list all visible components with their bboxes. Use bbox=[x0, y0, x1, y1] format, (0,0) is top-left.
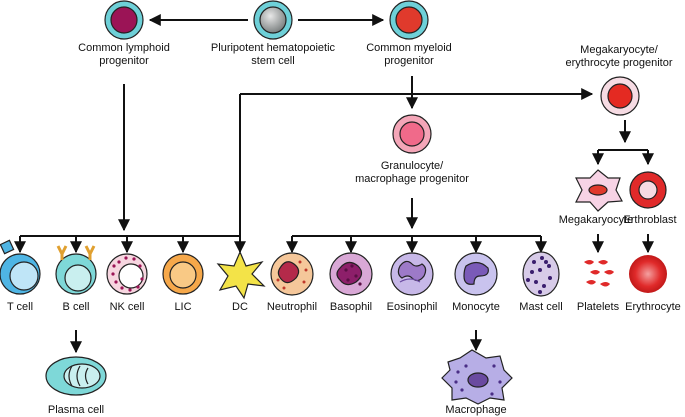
cell-plasma bbox=[45, 356, 107, 396]
label-common-myeloid: Common myeloid progenitor bbox=[366, 42, 452, 67]
cell-dc bbox=[216, 250, 266, 300]
label-common-lymphoid: Common lymphoid progenitor bbox=[78, 42, 170, 67]
label-t-cell: T cell bbox=[6, 301, 34, 313]
label-nk-cell: NK cell bbox=[109, 301, 145, 313]
cell-meg-ery-progenitor bbox=[600, 76, 640, 116]
label-erythroblast: Erthroblast bbox=[623, 214, 677, 226]
cell-gm-progenitor bbox=[392, 114, 432, 154]
label-megakaryocyte: Megakaryocyte bbox=[558, 214, 634, 226]
cell-erythroblast bbox=[629, 171, 667, 209]
cell-basophil bbox=[329, 252, 373, 296]
cell-common-myeloid bbox=[389, 0, 429, 40]
label-lic: LIC bbox=[174, 301, 192, 313]
platelets-illustration bbox=[584, 260, 614, 287]
label-mast-cell: Mast cell bbox=[519, 301, 563, 313]
cell-megakaryocyte bbox=[575, 169, 623, 212]
label-eosinophil: Eosinophil bbox=[386, 301, 438, 313]
label-b-cell: B cell bbox=[62, 301, 90, 313]
label-macrophage: Macrophage bbox=[445, 404, 507, 416]
cell-common-lymphoid bbox=[104, 0, 144, 40]
cell-neutrophil bbox=[270, 252, 314, 296]
cell-macrophage bbox=[441, 349, 513, 405]
label-pluripotent: Pluripotent hematopoietic stem cell bbox=[210, 42, 336, 67]
label-neutrophil: Neutrophil bbox=[266, 301, 318, 313]
cell-b-cell bbox=[55, 245, 97, 295]
cell-nk-cell bbox=[106, 253, 148, 295]
connector-lines bbox=[14, 14, 654, 354]
label-dc: DC bbox=[232, 301, 248, 313]
label-plasma-cell: Plasma cell bbox=[47, 404, 105, 416]
cell-eosinophil bbox=[390, 252, 434, 296]
label-erythrocyte: Erythrocyte bbox=[625, 301, 681, 313]
cell-mast-cell bbox=[522, 251, 560, 297]
label-platelets: Platelets bbox=[576, 301, 620, 313]
cell-pluripotent-stem bbox=[253, 0, 293, 40]
cell-monocyte bbox=[454, 252, 498, 296]
label-meg-ery-progenitor: Megakaryocyte/ erythrocyte progenitor bbox=[565, 44, 673, 69]
label-basophil: Basophil bbox=[329, 301, 373, 313]
cell-t-cell bbox=[0, 239, 41, 295]
cell-erythrocyte bbox=[629, 255, 667, 293]
cell-lic bbox=[162, 253, 204, 295]
label-monocyte: Monocyte bbox=[452, 301, 500, 313]
label-gm-progenitor: Granulocyte/ macrophage progenitor bbox=[355, 160, 469, 185]
